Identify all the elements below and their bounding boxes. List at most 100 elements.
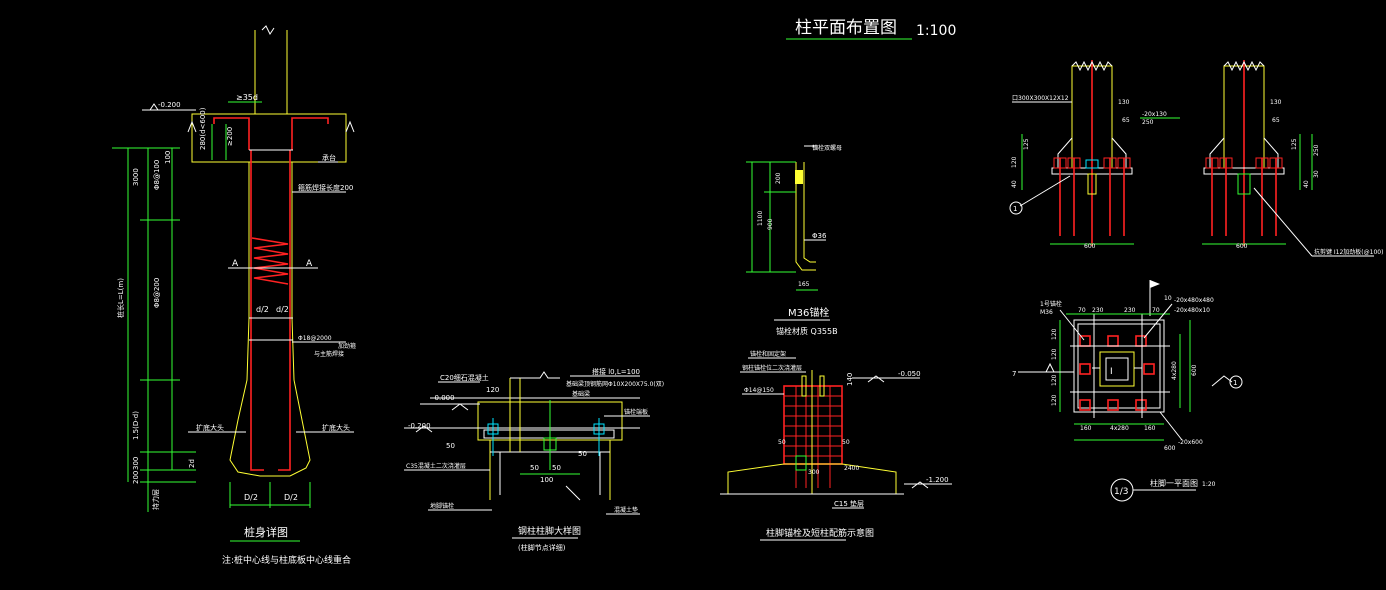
svg-text:120: 120 (1051, 328, 1058, 340)
anchor-bolt-detail: 锚栓双螺母 200 1100 900 Φ36 165 M36锚栓 锚栓材质 Q3… (746, 144, 842, 336)
svg-text:130: 130 (1270, 99, 1282, 106)
svg-text:600: 600 (1084, 243, 1096, 250)
svg-text:130: 130 (1118, 99, 1130, 106)
svg-text:250: 250 (1313, 144, 1320, 156)
svg-text:搭接 l0,L=100: 搭接 l0,L=100 (592, 367, 640, 376)
drawing-title-block: 柱平面布置图 1:100 (786, 18, 956, 40)
ground-beam-caption: 柱脚锚栓及短柱配筋示意图 (766, 527, 874, 539)
svg-text:70: 70 (1152, 307, 1160, 314)
svg-text:箍筋焊接长度200: 箍筋焊接长度200 (298, 183, 353, 192)
column-base-elevation-right: 600 130 65 125 250 30 40 抗剪键 I12加劲板(@100… (1202, 60, 1383, 257)
svg-text:50: 50 (842, 439, 850, 446)
svg-text:40: 40 (1011, 180, 1018, 188)
svg-text:抗剪键 I12加劲板(@100): 抗剪键 I12加劲板(@100) (1314, 248, 1383, 256)
svg-text:200: 200 (132, 471, 140, 484)
svg-text:160: 160 (1080, 425, 1092, 432)
svg-text:-20x480x10: -20x480x10 (1174, 307, 1210, 314)
svg-text:1: 1 (1013, 205, 1017, 213)
svg-text:120: 120 (1051, 348, 1058, 360)
svg-text:30: 30 (1313, 170, 1320, 178)
svg-text:Φ14@150: Φ14@150 (744, 387, 774, 394)
svg-text:65: 65 (1122, 117, 1130, 124)
svg-text:d/2: d/2 (256, 305, 269, 314)
svg-text:(柱脚节点详细): (柱脚节点详细) (518, 543, 566, 552)
svg-text:100: 100 (164, 151, 172, 164)
pile-caption: 桩身详图 (244, 525, 288, 539)
spiral-hoop (251, 237, 289, 285)
svg-text:50: 50 (446, 442, 455, 450)
svg-text:1.5(D-d): 1.5(D-d) (132, 411, 140, 440)
svg-text:-20x130: -20x130 (1142, 111, 1167, 118)
svg-text:165: 165 (798, 281, 810, 288)
drawing-title: 柱平面布置图 (795, 18, 897, 38)
svg-text:d/2: d/2 (276, 305, 289, 314)
svg-text:-0.050: -0.050 (898, 370, 921, 378)
svg-text:-0.200: -0.200 (158, 101, 181, 109)
svg-text:3000: 3000 (132, 168, 140, 186)
svg-text:4x280: 4x280 (1110, 425, 1129, 432)
ground-beam-detail: 锚栓和固定架 钢柱锚栓位二次浇灌层 Φ14@150 -0.050 140 -1.… (720, 350, 952, 541)
baseplate-detail: C20细石混凝土 120 -0.000 -0.200 搭接 l0,L=100 基… (404, 367, 664, 552)
svg-text:基础梁: 基础梁 (572, 390, 590, 398)
svg-text:600: 600 (1191, 364, 1198, 376)
svg-text:-1.200: -1.200 (926, 476, 949, 484)
svg-text:桩长L=L(m): 桩长L=L(m) (116, 278, 125, 318)
svg-text:1: 1 (1233, 379, 1237, 387)
svg-text:口300X300X12X12: 口300X300X12X12 (1012, 95, 1069, 102)
svg-text:900: 900 (767, 218, 774, 230)
svg-text:锚栓材质 Q355B: 锚栓材质 Q355B (776, 326, 838, 336)
column-base-elevation-left: 600 口300X300X12X12 130 65 -20x130 250 12… (1009, 60, 1180, 250)
svg-text:70: 70 (1078, 307, 1086, 314)
svg-text:1/3: 1/3 (1114, 487, 1128, 497)
svg-text:Φ8@200: Φ8@200 (153, 278, 161, 308)
svg-text:D/2: D/2 (244, 493, 258, 502)
svg-text:≥35d: ≥35d (236, 93, 258, 102)
svg-text:65: 65 (1272, 117, 1280, 124)
svg-text:-0.200: -0.200 (408, 422, 431, 430)
svg-text:40: 40 (1303, 180, 1310, 188)
section-a-right: A (306, 259, 313, 269)
svg-text:锚栓和固定架: 锚栓和固定架 (750, 350, 786, 358)
svg-text:140: 140 (846, 373, 854, 386)
svg-text:1:20: 1:20 (1202, 481, 1216, 488)
svg-text:C15 垫层: C15 垫层 (834, 499, 864, 508)
svg-text:扩底大头: 扩底大头 (322, 423, 350, 432)
anchor-bolt-name: M36锚栓 (788, 306, 829, 319)
svg-text:D/2: D/2 (284, 493, 298, 502)
svg-text:300: 300 (132, 457, 140, 470)
section-a-left: A (232, 259, 239, 269)
svg-text:120: 120 (1011, 156, 1018, 168)
svg-text:50: 50 (578, 450, 587, 458)
svg-text:280(d<600): 280(d<600) (199, 107, 207, 150)
svg-text:M36: M36 (1040, 309, 1053, 316)
svg-text:Φ8@100: Φ8@100 (153, 160, 161, 190)
svg-text:120: 120 (1051, 394, 1058, 406)
svg-text:10: 10 (1164, 295, 1172, 302)
svg-text:I: I (1110, 367, 1113, 377)
svg-text:钢柱锚栓位二次浇灌层: 钢柱锚栓位二次浇灌层 (742, 364, 802, 372)
svg-text:承台: 承台 (322, 153, 336, 162)
svg-text:与主筋焊接: 与主筋焊接 (314, 350, 344, 358)
svg-text:2d: 2d (188, 459, 196, 468)
svg-text:200: 200 (775, 172, 782, 184)
svg-text:120: 120 (486, 386, 499, 394)
plan-caption: 柱脚一平面图 (1150, 478, 1198, 488)
svg-text:C35混凝土二次浇灌层: C35混凝土二次浇灌层 (406, 462, 466, 470)
svg-text:-20x480x480: -20x480x480 (1174, 297, 1214, 304)
svg-text:锚栓端板: 锚栓端板 (624, 408, 648, 416)
svg-text:Φ36: Φ36 (812, 232, 827, 240)
svg-text:7: 7 (1012, 370, 1016, 378)
svg-text:4x280: 4x280 (1171, 361, 1178, 380)
svg-text:2400: 2400 (844, 465, 859, 472)
svg-text:C20细石混凝土: C20细石混凝土 (440, 373, 489, 382)
svg-text:300: 300 (808, 469, 820, 476)
svg-text:扩底大头: 扩底大头 (196, 423, 224, 432)
svg-text:160: 160 (1144, 425, 1156, 432)
drawing-scale: 1:100 (916, 23, 956, 39)
svg-text:125: 125 (1291, 138, 1298, 150)
svg-text:锚栓双螺母: 锚栓双螺母 (812, 144, 842, 152)
svg-text:50: 50 (552, 464, 561, 472)
svg-text:Φ18@2000: Φ18@2000 (298, 335, 332, 342)
svg-text:250: 250 (1142, 119, 1154, 126)
